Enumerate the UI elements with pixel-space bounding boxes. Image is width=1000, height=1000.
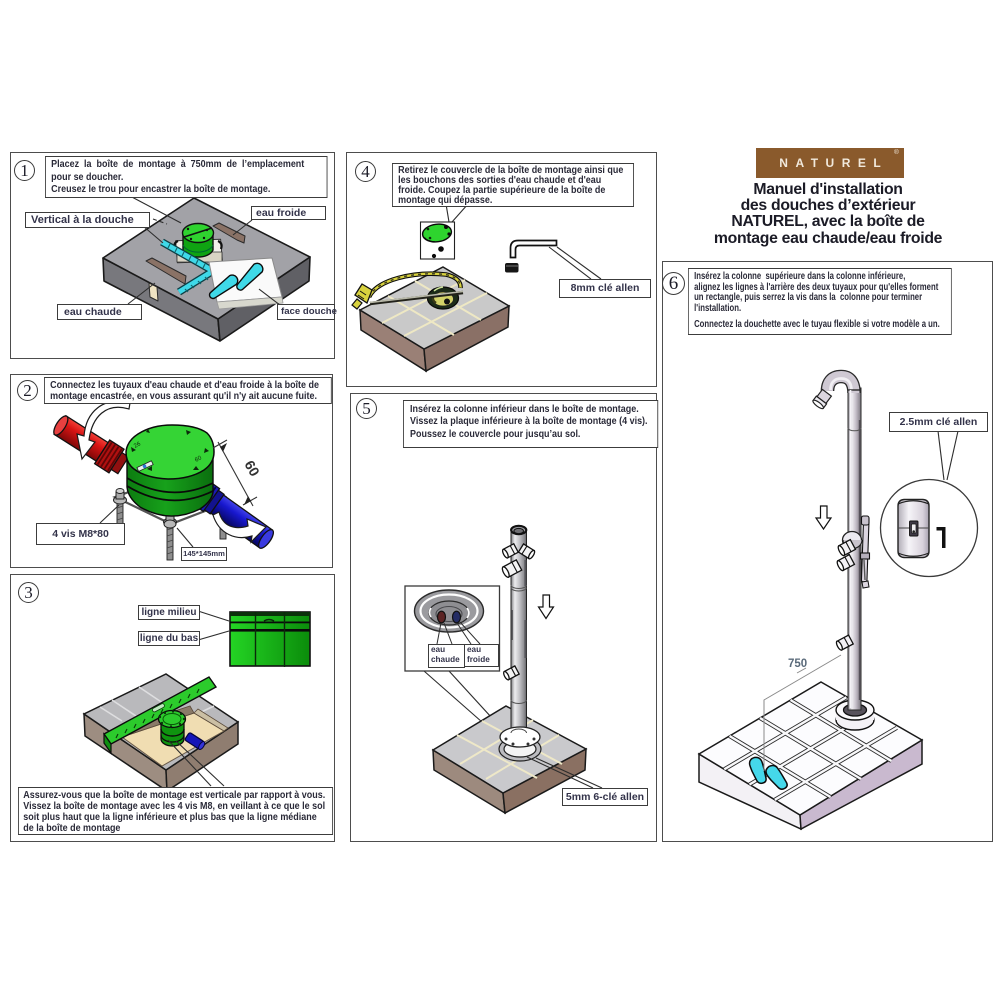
svg-text:26: 26 <box>133 441 142 450</box>
svg-text:750: 750 <box>788 658 807 670</box>
svg-text:60: 60 <box>194 455 203 464</box>
svg-text:60: 60 <box>241 458 263 480</box>
